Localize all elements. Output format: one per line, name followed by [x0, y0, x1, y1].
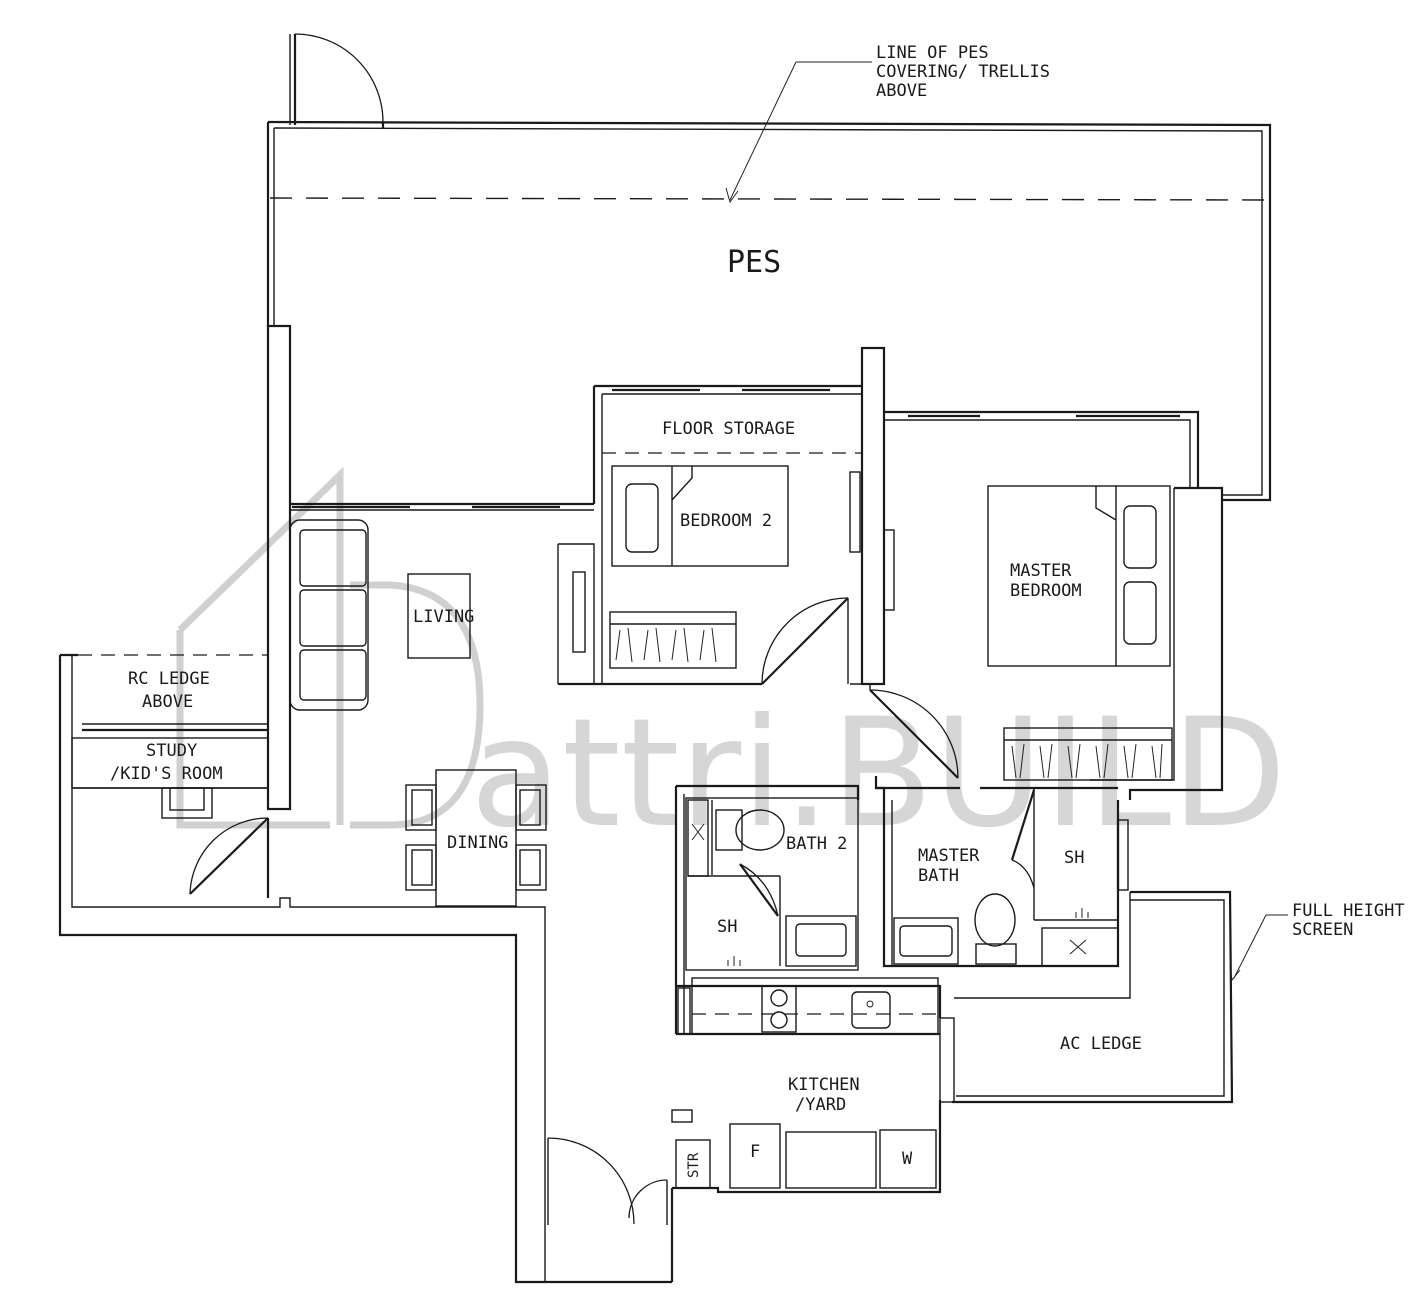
- trellis-label-line1: LINE OF PES: [876, 43, 989, 63]
- trellis-callout: [725, 61, 872, 204]
- screen-callout: [1229, 914, 1288, 982]
- bedroom-2: [557, 346, 886, 686]
- fridge-label: F: [750, 1142, 760, 1162]
- pes-label: PES: [727, 245, 781, 280]
- full-height-screen-label-1: FULL HEIGHT: [1292, 901, 1405, 921]
- kitchen-label-1: KITCHEN: [788, 1075, 860, 1095]
- ac-ledge: [939, 890, 1234, 1104]
- master-bedroom-label-2: BEDROOM: [1010, 581, 1082, 601]
- living-label: LIVING: [413, 607, 474, 627]
- master-bath-label-1: MASTER: [918, 846, 980, 866]
- rc-ledge-label-2: ABOVE: [142, 692, 193, 712]
- sofa: [289, 519, 369, 711]
- study-label-2: /KID'S ROOM: [110, 764, 223, 784]
- trellis-label-line2: COVERING/ TRELLIS: [876, 62, 1050, 82]
- full-height-screen-label-2: SCREEN: [1292, 920, 1353, 940]
- kitchen-label-2: /YARD: [795, 1095, 846, 1115]
- study-label-1: STUDY: [146, 741, 197, 761]
- floor-storage-label: FLOOR STORAGE: [662, 419, 795, 439]
- trellis-label-line3: ABOVE: [876, 81, 927, 101]
- master-bath: [874, 776, 1129, 968]
- bedroom-2-label: BEDROOM 2: [680, 511, 772, 531]
- store-label: STR: [686, 1152, 702, 1178]
- outer-walls: [58, 324, 942, 1284]
- master-bath-shower-label: SH: [1064, 848, 1084, 868]
- pes-area: [266, 33, 1272, 502]
- bath-2: [674, 784, 860, 1034]
- master-bath-label-2: BATH: [918, 866, 959, 886]
- washer-label: W: [902, 1149, 913, 1169]
- coffee-table: [407, 573, 471, 659]
- watermark-text: attri.BUILD: [470, 687, 1287, 861]
- bath-2-shower-label: SH: [717, 917, 737, 937]
- dining-set: [405, 769, 547, 907]
- ac-ledge-label: AC LEDGE: [1060, 1034, 1142, 1054]
- master-bedroom: [850, 410, 1224, 800]
- rc-ledge-label-1: RC LEDGE: [128, 669, 210, 689]
- dining-label: DINING: [447, 833, 508, 853]
- bath-2-label: BATH 2: [786, 834, 847, 854]
- kitchen: [671, 977, 942, 1189]
- master-bedroom-label-1: MASTER: [1010, 561, 1072, 581]
- watermark-logo: attri.BUILD: [176, 466, 1287, 861]
